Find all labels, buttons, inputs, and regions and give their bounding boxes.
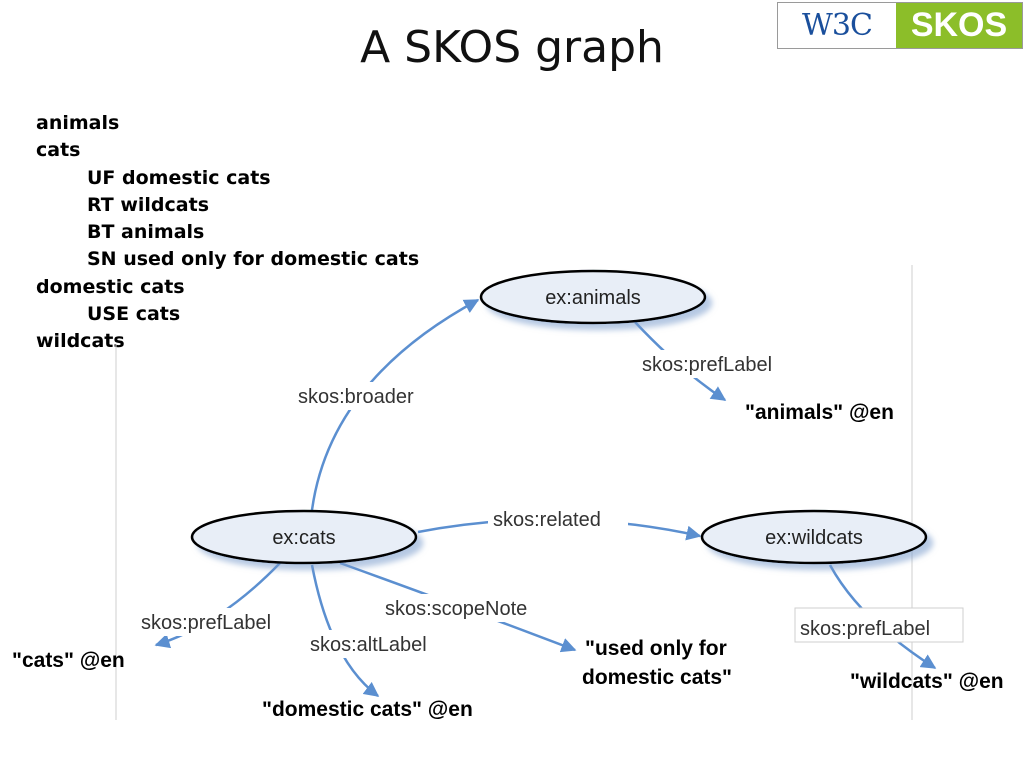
edge-label-bg-altlabel [305, 630, 455, 658]
literal-domestic-cats: "domestic cats" @en [262, 698, 473, 721]
page-title: A SKOS graph [360, 22, 664, 73]
node-cats-ellipse [190, 509, 418, 565]
edge-label-related: skos:related [493, 509, 601, 531]
node-cats: ex:cats [190, 509, 418, 565]
thesaurus-list: animals cats UF domestic cats RT wildcat… [36, 110, 419, 356]
edge-label-bg-cats-preflabel [136, 608, 304, 636]
edge-label-bg-broader [292, 382, 442, 410]
thesaurus-line-animals: animals [36, 112, 120, 134]
edge-label-cats-preflabel: skos:prefLabel [141, 612, 271, 634]
edge-label-altlabel: skos:altLabel [310, 634, 427, 656]
skos-logo-text: SKOS [896, 3, 1022, 48]
literal-scopenote-line1: "used only for [585, 637, 727, 660]
thesaurus-line-uf: UF domestic cats [87, 166, 271, 189]
literal-animals: "animals" @en [745, 401, 894, 424]
thesaurus-line-rt: RT wildcats [87, 193, 210, 216]
edge-label-bg-scopenote [380, 594, 562, 622]
thesaurus-line-sn: SN used only for domestic cats [87, 248, 420, 271]
thesaurus-line-cats: cats [36, 139, 81, 162]
literal-wildcats: "wildcats" @en [850, 670, 1004, 693]
node-animals-label: ex:animals [545, 287, 641, 309]
w3c-logo-text: W3C [802, 8, 873, 43]
node-animals: ex:animals [479, 269, 707, 325]
w3c-skos-logo: W3C SKOS [777, 2, 1023, 49]
node-animals-ellipse [479, 269, 707, 325]
edge-label-bg-animals-preflabel [636, 350, 806, 378]
node-wildcats: ex:wildcats [700, 509, 928, 565]
literal-cats: "cats" @en [12, 649, 125, 672]
thesaurus-line-wildcats: wildcats [36, 330, 125, 353]
node-cats-label: ex:cats [272, 527, 335, 549]
edge-label-animals-preflabel: skos:prefLabel [642, 354, 772, 376]
thesaurus-line-domestic-cats: domestic cats [36, 275, 185, 298]
edge-label-broader: skos:broader [298, 386, 414, 408]
edge-label-scopenote: skos:scopeNote [385, 598, 527, 620]
literal-scopenote-line2: domestic cats" [582, 666, 732, 689]
thesaurus-line-bt: BT animals [87, 221, 205, 244]
edge-label-wildcats-preflabel: skos:prefLabel [800, 618, 930, 640]
edge-label-bg-related [488, 505, 628, 533]
thesaurus-line-use: USE cats [87, 303, 181, 326]
node-wildcats-label: ex:wildcats [765, 527, 863, 549]
edge-label-bg-wildcats-preflabel [794, 607, 964, 643]
node-wildcats-ellipse [700, 509, 928, 565]
